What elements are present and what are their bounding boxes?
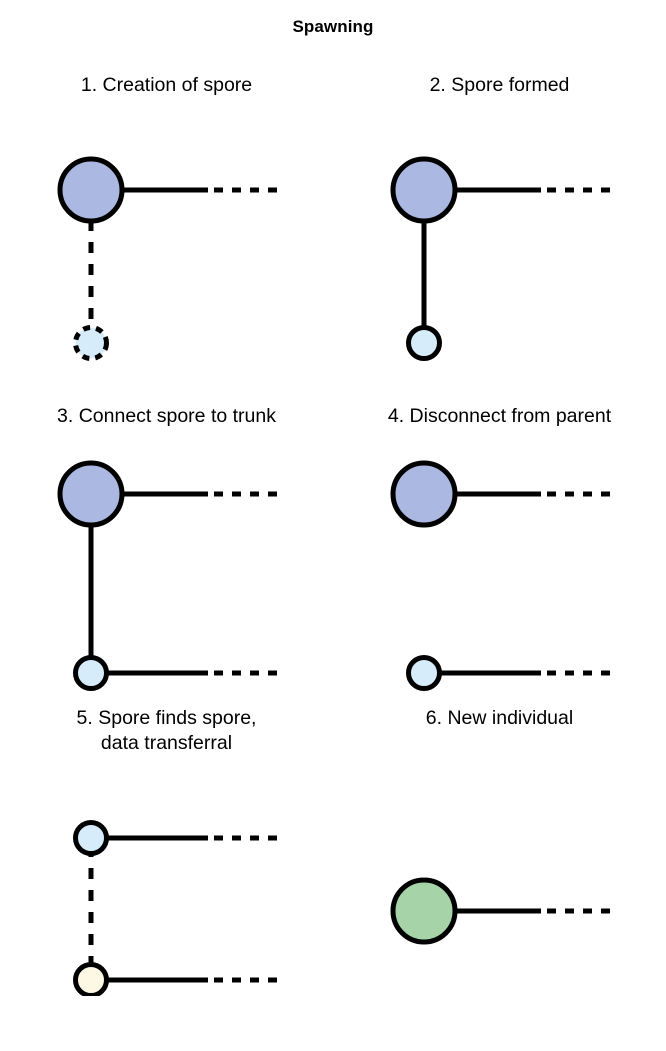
spore-node (73, 325, 109, 361)
panel-4-disconnect-from-parent: 4. Disconnect from parent (333, 404, 666, 699)
parent-node (57, 156, 125, 224)
panel-1-figure (0, 98, 333, 388)
spore-node (73, 820, 109, 856)
parent-node (57, 460, 125, 528)
spore-node (73, 655, 109, 691)
page-title: Spawning (292, 17, 374, 36)
panel-6-caption: 6. New individual (425, 707, 574, 729)
parent-node (390, 460, 458, 528)
panel-2-spore-formed: 2. Spore formed (333, 73, 666, 388)
panel-3-caption: 3. Connect spore to trunk (57, 405, 276, 427)
panel-5-figure (0, 756, 333, 996)
panel-4-caption: 4. Disconnect from parent (387, 405, 612, 427)
spore-node (406, 655, 442, 691)
panel-5-caption: 5. Spore finds spore, data transferral (76, 707, 257, 754)
panel-6-new-individual: 6. New individual (333, 706, 666, 971)
new-individual-node (390, 877, 458, 945)
panel-3-figure (0, 429, 333, 699)
panel-4-figure (333, 429, 666, 699)
panel-1-creation-of-spore: 1. Creation of spore (0, 73, 333, 388)
parent-node (390, 156, 458, 224)
panel-1-caption: 1. Creation of spore (80, 74, 253, 96)
spore-node (406, 325, 442, 361)
panel-6-figure (333, 731, 666, 971)
panel-2-figure (333, 98, 666, 388)
partner-spore-node (73, 962, 109, 996)
panel-5-spore-finds-spore: 5. Spore finds spore, data transferral (0, 706, 333, 996)
panel-2-caption: 2. Spore formed (429, 74, 570, 96)
panel-3-connect-spore-to-trunk: 3. Connect spore to trunk (0, 404, 333, 699)
